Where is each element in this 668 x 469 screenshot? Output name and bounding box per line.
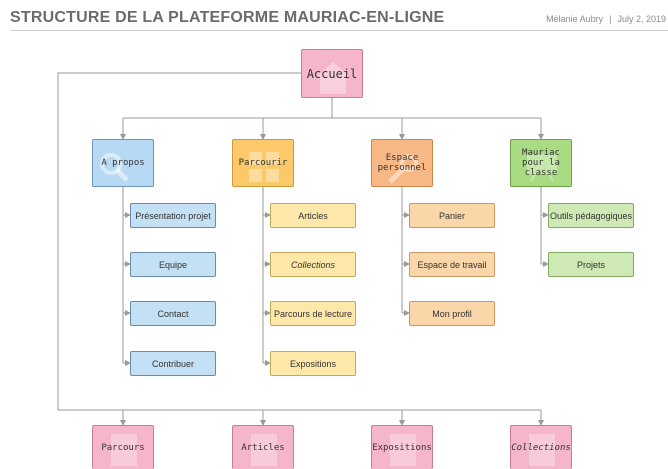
node-espace-de-travail: Espace de travail xyxy=(409,252,495,277)
node-label: Contact xyxy=(157,308,189,319)
node-label: Espace personnel xyxy=(377,153,427,173)
node-label: Collections xyxy=(511,442,571,453)
node-label: Parcours de lecture xyxy=(273,308,353,319)
document-icon xyxy=(111,434,137,466)
node-bottom-expositions: Expositions xyxy=(371,425,433,469)
home-icon xyxy=(315,62,351,94)
document-icon xyxy=(390,434,416,466)
node-label: Parcourir xyxy=(238,158,288,168)
document-icon xyxy=(529,434,555,466)
node-label: Parcours xyxy=(101,442,145,453)
node-label: Outils pédagogiques xyxy=(549,210,633,221)
node-label: Expositions xyxy=(372,442,432,453)
node-bottom-collections: Collections xyxy=(510,425,572,469)
node-label: Espace de travail xyxy=(417,259,487,270)
node-label: Accueil xyxy=(306,66,358,81)
node-projets: Projets xyxy=(548,252,634,277)
grid-icon xyxy=(249,152,279,182)
node-panier: Panier xyxy=(409,203,495,228)
node-accueil: Accueil xyxy=(301,49,363,98)
node-label: Expositions xyxy=(289,358,337,369)
node-collections: Collections xyxy=(270,252,356,277)
node-label: Panier xyxy=(438,210,465,221)
node-label: Articles xyxy=(298,210,328,221)
node-label: A propos xyxy=(101,158,145,168)
node-contribuer: Contribuer xyxy=(130,351,216,376)
node-espace-personnel: Espace personnel xyxy=(371,139,433,187)
node-equipe: Equipe xyxy=(130,252,216,277)
meta-separator: | xyxy=(609,14,612,24)
document-icon xyxy=(251,434,277,466)
magnifier-icon xyxy=(100,153,129,182)
node-presentation-projet: Présentation projet xyxy=(130,203,216,228)
node-expositions: Expositions xyxy=(270,351,356,376)
document-meta: Mélanie Aubry | July 2, 2019 xyxy=(546,14,666,24)
node-bottom-parcours: Parcours xyxy=(92,425,154,469)
page-title: STRUCTURE DE LA PLATEFORME MAURIAC-EN-LI… xyxy=(10,9,445,26)
node-bottom-articles: Articles xyxy=(232,425,294,469)
node-label: Projets xyxy=(576,259,605,270)
node-label: Mon profil xyxy=(432,308,472,319)
node-label: Articles xyxy=(241,442,285,453)
board-icon xyxy=(527,154,557,182)
document-date: July 2, 2019 xyxy=(617,14,666,24)
node-articles: Articles xyxy=(270,203,356,228)
author-name: Mélanie Aubry xyxy=(546,14,604,24)
node-a-propos: A propos xyxy=(92,139,154,187)
node-outils-pedagogiques: Outils pédagogiques xyxy=(548,203,634,228)
node-mon-profil: Mon profil xyxy=(409,301,495,326)
node-parcourir: Parcourir xyxy=(232,139,294,187)
node-label: Contribuer xyxy=(151,358,195,369)
node-parcours-de-lecture: Parcours de lecture xyxy=(270,301,356,326)
node-mauriac-pour-la-classe: Mauriac pour la classe xyxy=(510,139,572,187)
node-label: Collections xyxy=(290,259,336,270)
node-label: Présentation projet xyxy=(135,210,211,221)
node-label: Mauriac pour la classe xyxy=(522,148,560,178)
node-label: Equipe xyxy=(158,259,188,270)
wrench-icon xyxy=(388,154,418,184)
node-contact: Contact xyxy=(130,301,216,326)
header-divider xyxy=(10,30,668,31)
